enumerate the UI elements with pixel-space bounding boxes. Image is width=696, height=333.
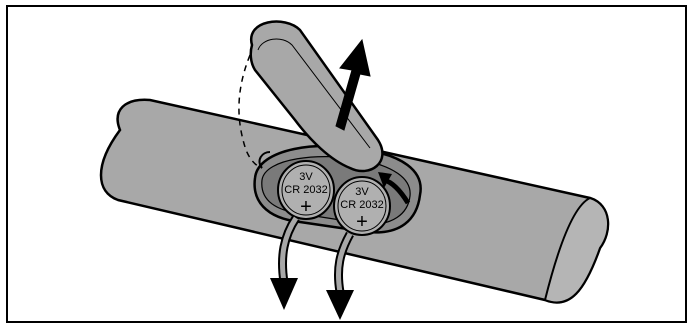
remove-battery-arrow-2-icon <box>326 231 354 320</box>
battery-cell-2: 3V CR 2032 + <box>333 176 391 236</box>
battery-cover-lid <box>249 20 384 173</box>
lid-hinge-marker <box>258 151 271 169</box>
lid-swing-path <box>238 54 263 169</box>
battery-1-voltage: 3V <box>299 171 313 183</box>
battery-2-polarity: + <box>356 211 368 233</box>
remove-battery-arrow-1-icon <box>270 215 300 310</box>
release-arrow-icon <box>378 172 411 205</box>
battery-2-model: CR 2032 <box>340 199 383 211</box>
battery-1-model: CR 2032 <box>284 184 327 196</box>
battery-2-voltage: 3V <box>355 186 369 198</box>
lift-arrow-icon <box>335 38 371 131</box>
battery-cell-1: 3V CR 2032 + <box>277 160 335 220</box>
battery-1-polarity: + <box>300 196 312 218</box>
